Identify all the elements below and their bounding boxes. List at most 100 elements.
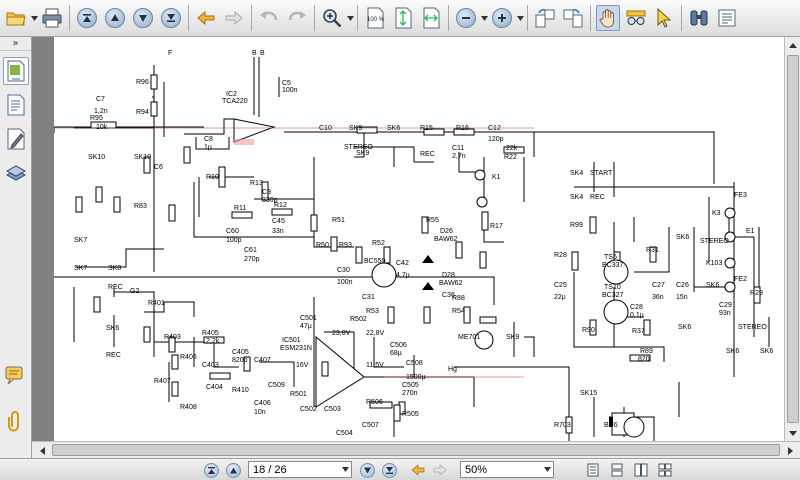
label-c9-value: 330p <box>262 197 278 204</box>
forward-small-icon[interactable] <box>432 462 448 478</box>
zoom-dropdown[interactable] <box>346 5 354 31</box>
scroll-right-arrow[interactable] <box>782 442 798 459</box>
label-r501: R501 <box>290 391 307 398</box>
collapse-panel-button[interactable]: » <box>0 37 31 51</box>
back-small-icon[interactable] <box>410 462 426 478</box>
label-c502: C502 <box>300 406 317 413</box>
rotate-left-icon[interactable] <box>533 5 557 31</box>
label-r50: R50 <box>316 242 329 249</box>
next-page-icon[interactable] <box>131 5 155 31</box>
scroll-down-arrow[interactable] <box>785 425 800 441</box>
horizontal-scroll-thumb[interactable] <box>52 444 780 456</box>
facing-view-icon[interactable] <box>632 462 650 478</box>
print-icon[interactable] <box>40 5 64 31</box>
next-page-small-icon[interactable] <box>360 462 375 478</box>
open-folder-icon[interactable] <box>4 5 28 31</box>
horizontal-scrollbar[interactable] <box>32 441 800 458</box>
label-r410: R410 <box>232 387 249 394</box>
document-page[interactable]: F B B R96 R94 C7 1,2n R95 10k C5 100n IC… <box>54 37 784 441</box>
rotate-right-icon[interactable] <box>561 5 585 31</box>
label-c29: C29 <box>719 302 732 309</box>
hand-tool-icon[interactable] <box>596 5 620 31</box>
scroll-up-arrow[interactable] <box>785 37 800 53</box>
label-sk6: SK6 <box>760 348 773 355</box>
vertical-scrollbar[interactable] <box>784 37 800 441</box>
label-sk6: SK6 <box>726 348 739 355</box>
label-d28-type: BAW62 <box>439 280 463 287</box>
label-c403: C403 <box>202 362 219 369</box>
scroll-left-arrow[interactable] <box>34 442 50 459</box>
label-k103: K103 <box>706 260 722 267</box>
zoom-icon[interactable] <box>320 5 344 31</box>
label-sk8: SK8 <box>108 265 121 272</box>
zoom-level-field[interactable]: 50% <box>460 461 554 478</box>
label-sk15: SK15 <box>580 390 597 397</box>
label-c61-value: 270p <box>244 256 260 263</box>
fit-page-icon[interactable] <box>391 5 415 31</box>
zoom-out-dropdown[interactable] <box>480 5 488 31</box>
fit-width-icon[interactable] <box>419 5 443 31</box>
page-number-field[interactable]: 18 / 26 <box>248 461 352 478</box>
text-select-icon[interactable] <box>715 5 739 31</box>
vertical-scroll-thumb[interactable] <box>787 55 799 423</box>
comments-icon[interactable] <box>2 362 28 390</box>
single-page-view-icon[interactable] <box>584 462 602 478</box>
label-r15: R15 <box>420 125 433 132</box>
label-r13: R13 <box>250 180 263 187</box>
redo-icon[interactable] <box>285 5 309 31</box>
actual-size-icon[interactable]: 100 % <box>363 5 387 31</box>
glasses-icon[interactable] <box>624 5 648 31</box>
label-voltage-23-8: 23,8V <box>332 330 351 337</box>
circuit-schematic: F B B R96 R94 C7 1,2n R95 10k C5 100n IC… <box>54 50 773 441</box>
thumbnails-icon[interactable] <box>3 91 29 119</box>
label-ts6: TS6 <box>604 254 617 261</box>
label-ts10: TS10 <box>604 284 621 291</box>
page-dropdown-arrow[interactable] <box>339 462 351 477</box>
toolbar-separator <box>314 5 315 31</box>
first-page-small-icon[interactable] <box>204 462 219 478</box>
select-arrow-icon[interactable] <box>652 5 676 31</box>
binoculars-icon[interactable] <box>687 5 711 31</box>
page-view-icon[interactable] <box>2 57 29 85</box>
previous-page-small-icon[interactable] <box>226 462 241 478</box>
page-number-value: 18 / 26 <box>253 463 287 476</box>
last-page-small-icon[interactable] <box>382 462 397 478</box>
layers-icon[interactable] <box>3 159 29 187</box>
label-r12: R12 <box>274 202 287 209</box>
go-forward-icon[interactable] <box>222 5 246 31</box>
zoom-out-icon[interactable] <box>454 5 478 31</box>
label-fe2: FE2 <box>734 276 747 283</box>
label-r89: R89 <box>640 348 653 355</box>
label-sk4: SK4 <box>570 170 583 177</box>
label-sk6: SK6 <box>106 325 119 332</box>
go-back-icon[interactable] <box>194 5 218 31</box>
label-r17: R17 <box>490 223 503 230</box>
zoom-in-dropdown[interactable] <box>516 5 524 31</box>
label-c505-value: 270n <box>402 390 418 397</box>
label-voltage-11-5: 11,5V <box>366 362 384 369</box>
label-fe3: FE3 <box>734 192 747 199</box>
label-voltage-16: 16V <box>296 362 309 369</box>
label-stereo: STEREO <box>344 144 373 151</box>
label-bu6: BU6 <box>604 422 618 429</box>
label-ts6-type: BC337 <box>602 262 624 269</box>
document-viewport[interactable]: F B B R96 R94 C7 1,2n R95 10k C5 100n IC… <box>32 37 784 441</box>
label-c404: C404 <box>206 384 223 391</box>
label-c30-value: 100n <box>337 279 353 286</box>
open-dropdown[interactable] <box>30 5 38 31</box>
toolbar-separator <box>590 5 591 31</box>
last-page-icon[interactable] <box>159 5 183 31</box>
annotations-icon[interactable] <box>3 125 29 153</box>
toolbar-separator <box>69 5 70 31</box>
label-c42-value: 4,7µ <box>396 272 410 279</box>
zoom-level-dropdown-arrow[interactable] <box>541 462 553 477</box>
first-page-icon[interactable] <box>75 5 99 31</box>
label-c45-value: 33n <box>272 228 284 235</box>
undo-icon[interactable] <box>257 5 281 31</box>
continuous-view-icon[interactable] <box>608 462 626 478</box>
zoom-in-icon[interactable] <box>490 5 514 31</box>
attachments-icon[interactable] <box>2 407 28 435</box>
continuous-facing-view-icon[interactable] <box>656 462 674 478</box>
label-c45: C45 <box>272 218 285 225</box>
previous-page-icon[interactable] <box>103 5 127 31</box>
